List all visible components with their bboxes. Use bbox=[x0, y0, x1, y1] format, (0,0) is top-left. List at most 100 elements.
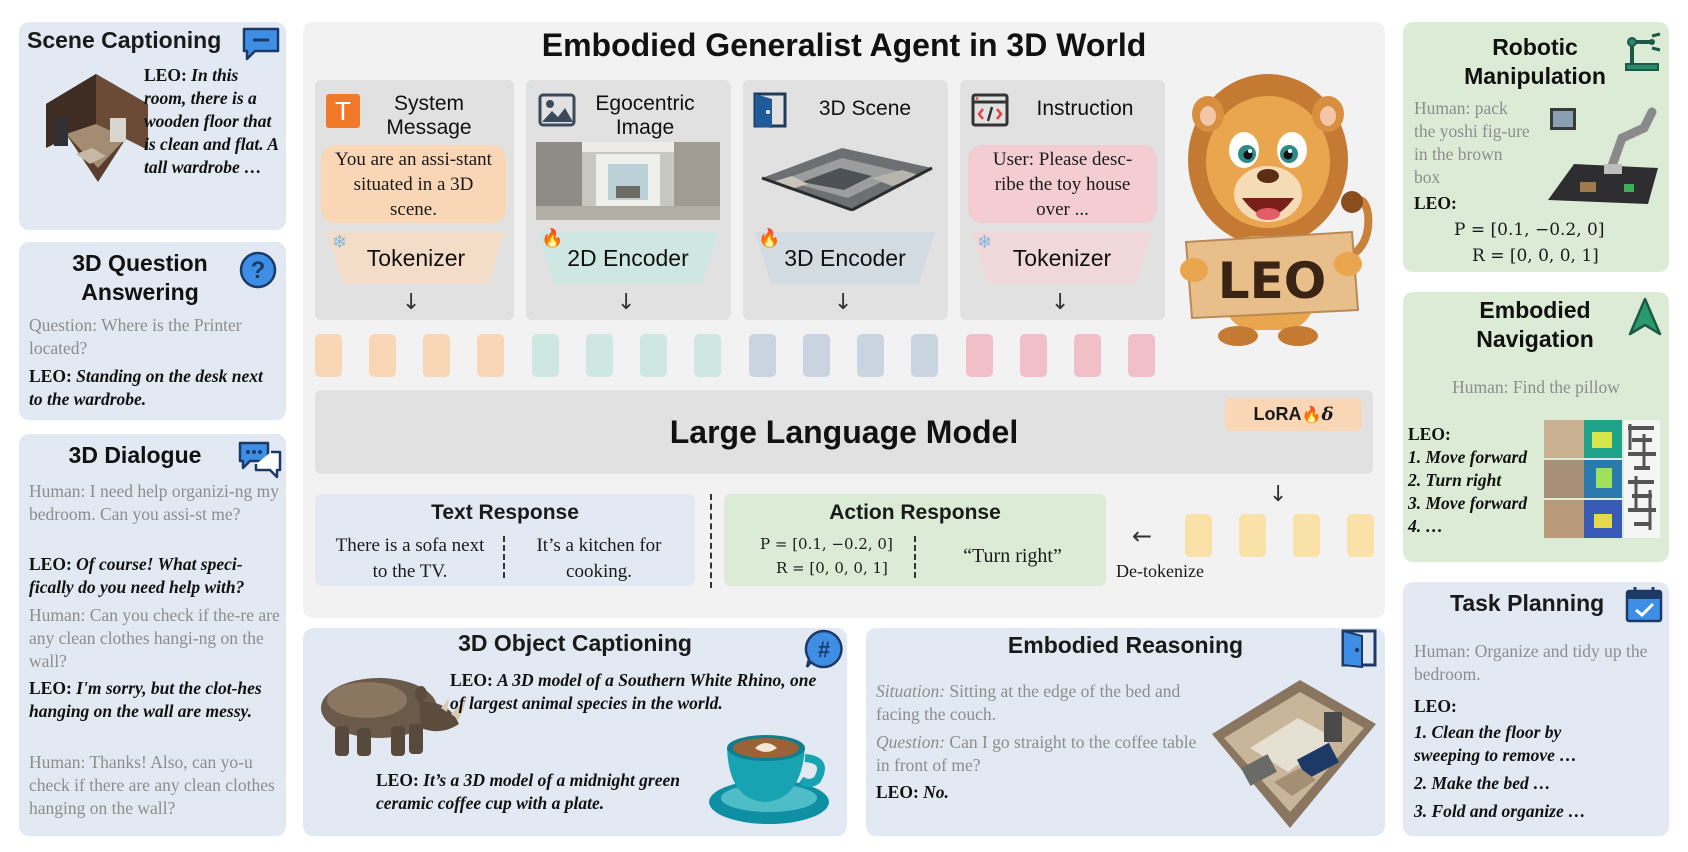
navigation-step: 3. Move forward bbox=[1408, 493, 1528, 513]
snowflake-icon: ❄ bbox=[977, 232, 993, 253]
token-output bbox=[1347, 514, 1374, 557]
scene-captioning-caption: In this room, there is a wooden floor th… bbox=[144, 65, 279, 177]
token-image bbox=[586, 334, 613, 377]
system-message-label: System Message bbox=[386, 92, 472, 139]
action-response-r: R = [0, 0, 0, 1] bbox=[776, 559, 888, 577]
token-output bbox=[1239, 514, 1266, 557]
token-scene bbox=[911, 334, 938, 377]
image-icon bbox=[538, 93, 576, 127]
detokenize-label: De-tokenize bbox=[1116, 561, 1204, 581]
robotic-title: Robotic Manipulation bbox=[1464, 34, 1606, 89]
reasoning-situation: Situation: Sitting at the edge of the be… bbox=[876, 680, 1228, 726]
text-response-title: Text Response bbox=[431, 501, 579, 524]
egocentric-photo bbox=[536, 142, 720, 220]
arrow-detokenize-left: ← bbox=[1132, 522, 1153, 550]
flame-icon: 🔥 bbox=[758, 228, 781, 249]
planning-leo-label: LEO: bbox=[1414, 696, 1457, 716]
system-tokenizer: Tokenizer bbox=[327, 232, 505, 284]
text-response-left: There is a sofa next to the TV. bbox=[335, 535, 485, 582]
text-t-icon: T bbox=[326, 94, 360, 128]
token-system bbox=[315, 334, 342, 377]
action-response-p: P = [0.1, −0.2, 0] bbox=[760, 535, 893, 553]
reasoning-answer: LEO: No. bbox=[876, 781, 1076, 804]
navigation-step: 4. … bbox=[1408, 516, 1443, 536]
token-image bbox=[694, 334, 721, 377]
token-output bbox=[1293, 514, 1320, 557]
robot-arm-render bbox=[1548, 107, 1658, 204]
reasoning-situation-label: Situation: bbox=[876, 681, 946, 701]
dialogue-leo-1-text: Of course! What speci-fically do you nee… bbox=[29, 554, 245, 597]
main-title: Embodied Generalist Agent in 3D World bbox=[541, 27, 1147, 63]
rhino-render bbox=[321, 678, 467, 756]
code-icon bbox=[971, 93, 1009, 127]
qa-answer-text: Standing on the desk next to the wardrob… bbox=[29, 366, 263, 409]
token-scene bbox=[749, 334, 776, 377]
navigation-step: 2. Turn right bbox=[1408, 470, 1502, 490]
token-instruction bbox=[966, 334, 993, 377]
navigation-human: Human: Find the pillow bbox=[1452, 377, 1620, 397]
robotic-panel bbox=[1403, 22, 1669, 272]
object-caption-1-text: A 3D model of a Southern White Rhino, on… bbox=[450, 670, 817, 713]
token-scene bbox=[803, 334, 830, 377]
arrow-image-down: ↓ bbox=[617, 290, 636, 315]
llm-label: Large Language Model bbox=[669, 414, 1019, 450]
arrow-scene-down: ↓ bbox=[834, 290, 853, 315]
reasoning-situation-text: Sitting at the edge of the bed and facin… bbox=[876, 681, 1181, 724]
reasoning-answer-text: No. bbox=[923, 782, 949, 802]
text-response-right: It’s a kitchen for cooking. bbox=[536, 535, 662, 582]
token-instruction bbox=[1020, 334, 1047, 377]
planning-step: 1. Clean the floor by sweeping to remove… bbox=[1414, 722, 1577, 765]
planning-step: 3. Fold and organize … bbox=[1414, 801, 1586, 821]
dialogue-title: 3D Dialogue bbox=[68, 442, 202, 468]
hashtag-bubble-icon: # bbox=[804, 629, 843, 669]
chat-bubbles-icon bbox=[238, 441, 282, 479]
flame-icon: 🔥 bbox=[541, 228, 564, 249]
door-icon bbox=[753, 92, 787, 128]
calendar-check-icon bbox=[1625, 587, 1663, 623]
object-caption-1: LEO: A 3D model of a Southern White Rhin… bbox=[450, 669, 830, 715]
lora-delta: δ bbox=[1321, 404, 1334, 425]
action-response-quote: “Turn right” bbox=[963, 545, 1062, 567]
dialogue-leo-label: LEO: bbox=[29, 678, 72, 698]
reasoning-title: Embodied Reasoning bbox=[1007, 632, 1244, 658]
response-separator bbox=[710, 494, 712, 588]
object-captioning-leo-label: LEO: bbox=[376, 770, 419, 790]
token-instruction bbox=[1074, 334, 1101, 377]
robotic-human: Human: pack the yoshi fig-ure in the bro… bbox=[1414, 98, 1530, 187]
door-icon bbox=[1341, 629, 1377, 668]
object-caption-2: LEO: It’s a 3D model of a midnight green… bbox=[376, 769, 696, 815]
dialogue-human-3: Human: Thanks! Also, can yo-u check if t… bbox=[29, 752, 275, 818]
dialogue-leo-1: LEO: Of course! What speci-fically do yo… bbox=[29, 553, 281, 599]
token-system bbox=[369, 334, 396, 377]
reasoning-question-label: Question: bbox=[876, 732, 946, 752]
robot-arm-icon bbox=[1625, 32, 1661, 71]
scene-captioning-text: LEO: In this room, there is a wooden flo… bbox=[144, 64, 282, 179]
token-image bbox=[532, 334, 559, 377]
qa-title: 3D Question Answering bbox=[72, 250, 208, 305]
instruction-label: Instruction bbox=[1036, 97, 1134, 120]
mascot-sign-text: LEO bbox=[1218, 252, 1327, 310]
dialogue-leo-label: LEO: bbox=[29, 554, 72, 574]
reasoning-question: Question: Can I go straight to the coffe… bbox=[876, 731, 1206, 777]
svg-text:?: ? bbox=[251, 257, 266, 284]
lora-badge: LoRA🔥δ bbox=[1225, 398, 1362, 431]
planning-panel bbox=[1403, 582, 1669, 836]
planning-title: Task Planning bbox=[1450, 590, 1605, 616]
navigation-frames bbox=[1544, 420, 1660, 538]
token-system bbox=[477, 334, 504, 377]
dialogue-leo-2-text: I'm sorry, but the clot-hes hanging on t… bbox=[29, 678, 262, 721]
lora-label: LoRA bbox=[1253, 404, 1302, 424]
scene-captioning-leo-label: LEO: bbox=[144, 65, 187, 85]
robotic-leo-label: LEO: bbox=[1414, 193, 1457, 213]
dialogue-panel bbox=[19, 434, 286, 836]
dialogue-leo-2: LEO: I'm sorry, but the clot-hes hanging… bbox=[29, 677, 281, 723]
arrow-llm-output-down: ↓ bbox=[1269, 482, 1288, 507]
speech-bubble-icon bbox=[242, 27, 280, 61]
egocentric-image-label: Egocentric Image bbox=[595, 92, 695, 139]
reasoning-scene-render bbox=[1212, 680, 1376, 828]
image-2d-encoder: 2D Encoder bbox=[538, 232, 718, 284]
dialogue-human-2: Human: Can you check if the-re are any c… bbox=[29, 605, 280, 671]
text-response-panel bbox=[315, 494, 695, 586]
navigation-title: Embodied Navigation bbox=[1476, 297, 1594, 352]
lion-mascot: LEO bbox=[1180, 74, 1373, 346]
